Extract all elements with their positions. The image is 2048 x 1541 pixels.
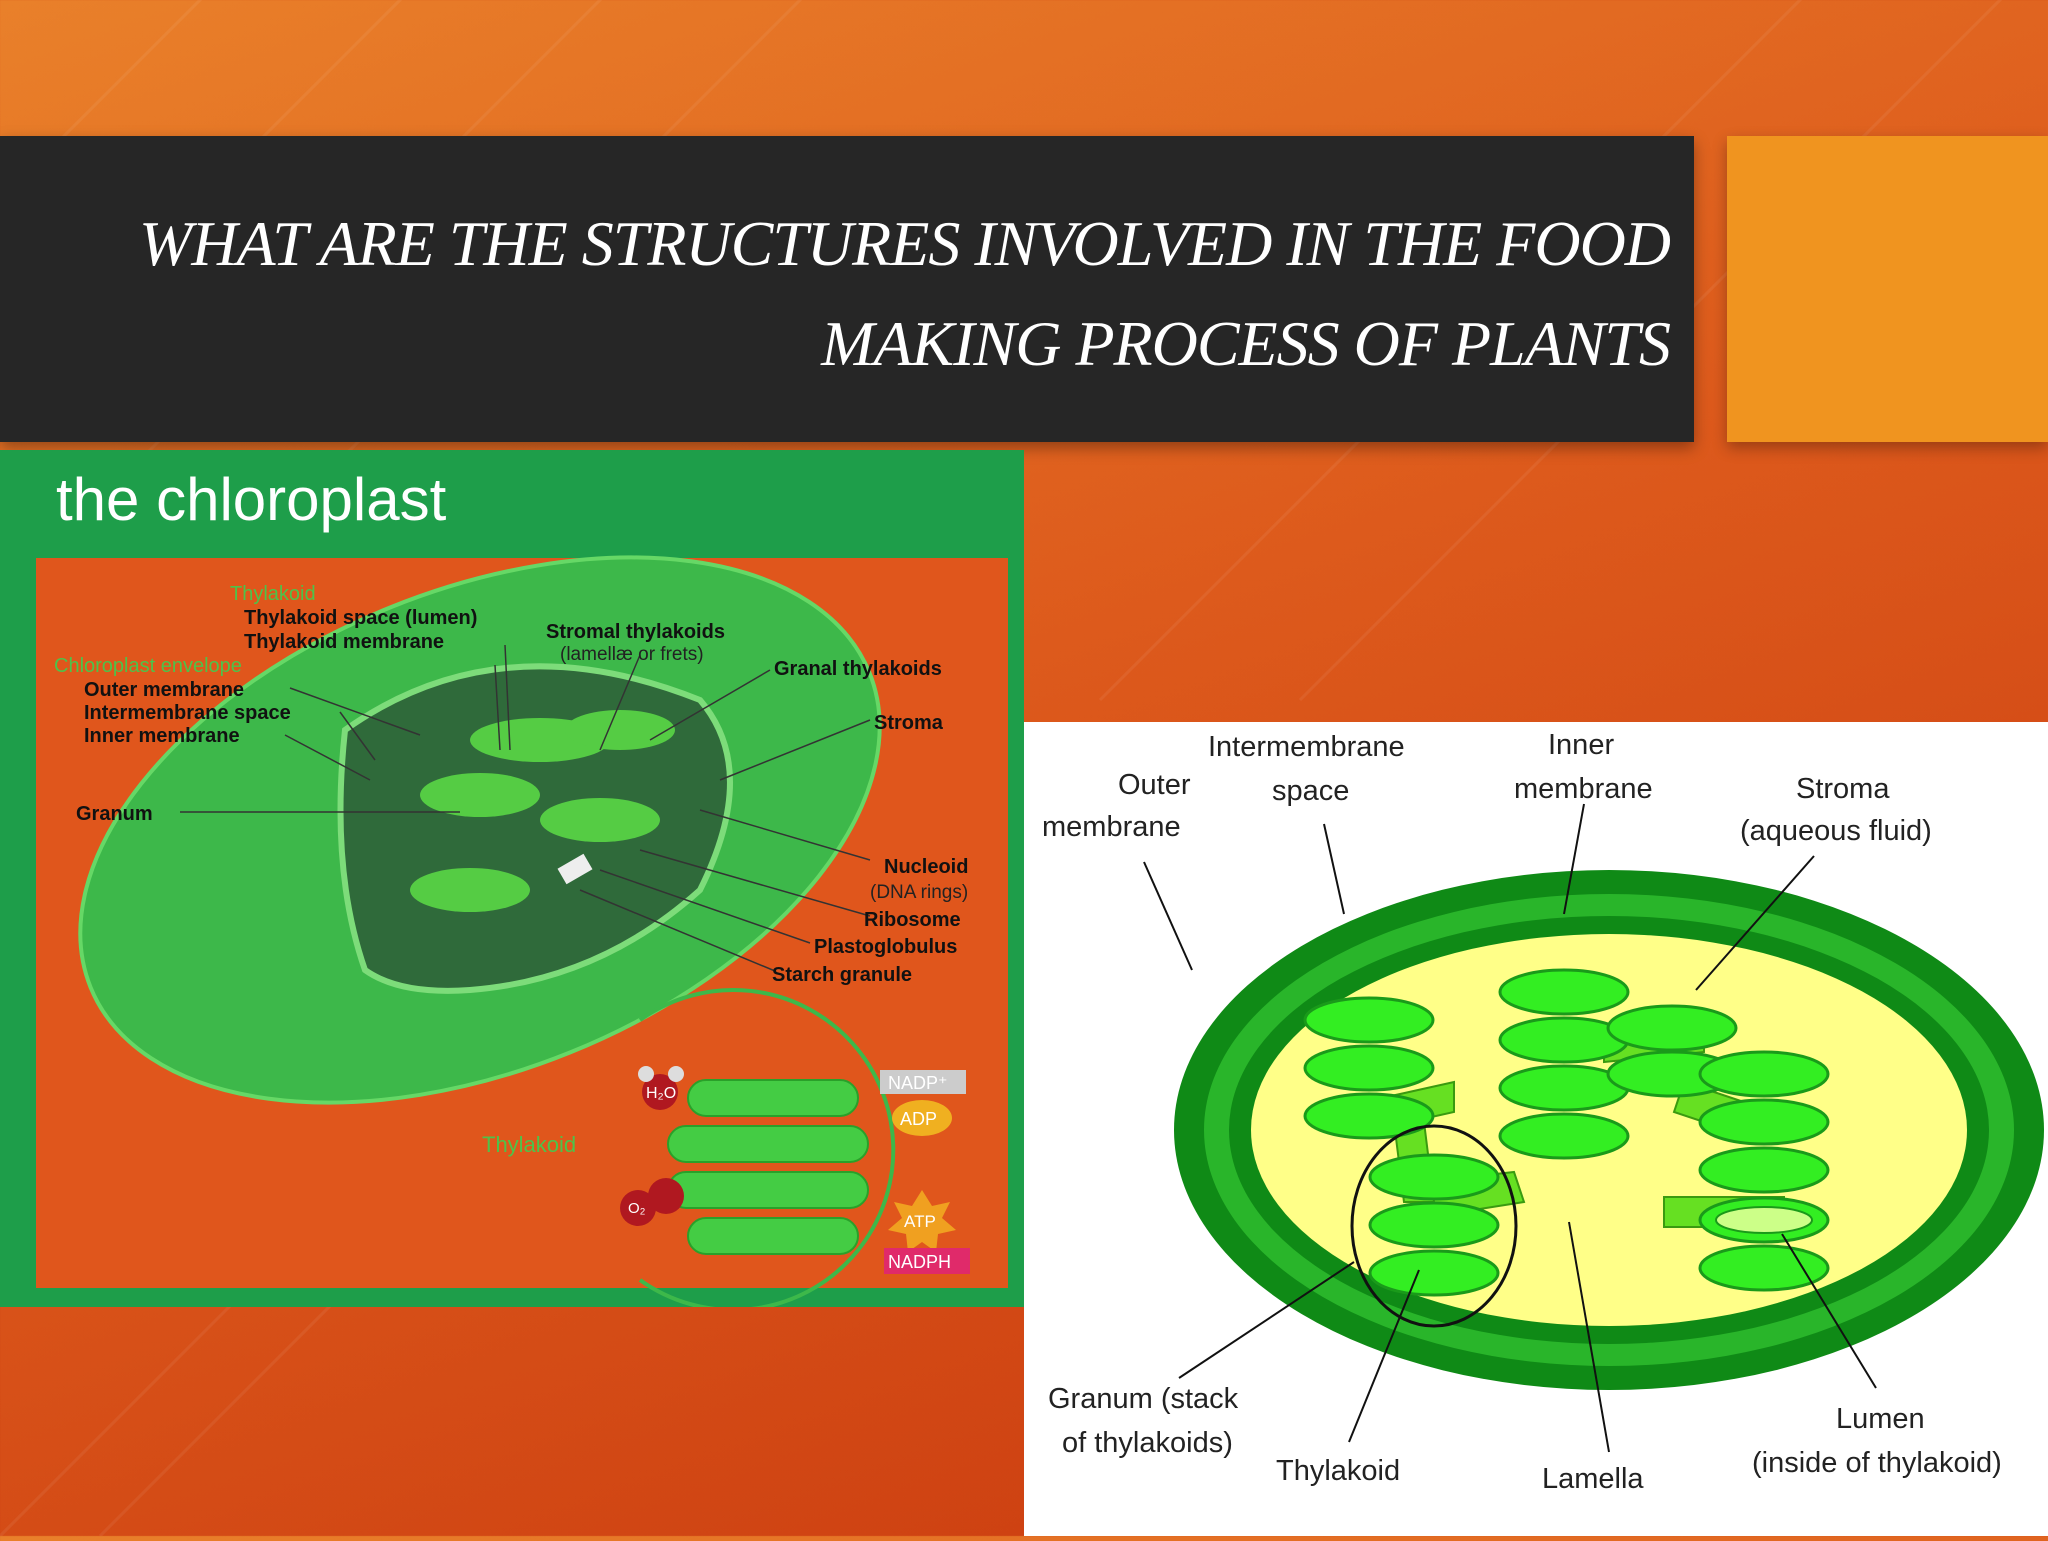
label-envelope-group: Chloroplast envelope — [54, 655, 242, 677]
label-thylakoid-space: Thylakoid space (lumen) — [244, 607, 477, 629]
label-starch-granule: Starch granule — [772, 964, 912, 986]
accent-block — [1727, 136, 2048, 442]
label-outer-membrane-2: membrane — [1042, 811, 1181, 843]
label-lamella: Lamella — [1542, 1463, 1644, 1495]
thylakoid-inset: Thylakoid H₂O O₂ NADP⁺ ADP — [482, 988, 970, 1312]
label-stroma-1: Stroma — [1796, 773, 1890, 805]
label-inner-membrane-1: Inner — [1548, 729, 1614, 761]
label-nucleoid-sub: (DNA rings) — [870, 882, 968, 903]
leader-lines — [180, 644, 871, 972]
slide-title-line-1: WHAT ARE THE STRUCTURES INVOLVED IN THE … — [139, 208, 1671, 279]
label-inner-membrane-2: membrane — [1514, 773, 1653, 805]
diagram-labels: Outer membrane Intermembrane space Inner… — [1042, 729, 2002, 1495]
inset-atp: ATP — [904, 1212, 936, 1231]
label-stromal-sub: (lamellæ or frets) — [560, 644, 704, 665]
label-thylakoid: Thylakoid — [1276, 1455, 1400, 1487]
inset-o2: O₂ — [628, 1200, 646, 1217]
chloroplast-illustration: the chloroplast — [0, 450, 1024, 1312]
label-thylakoid-membrane: Thylakoid membrane — [244, 631, 444, 653]
label-stroma: Stroma — [874, 712, 944, 734]
chloroplast-diagram-svg: Outer membrane Intermembrane space Inner… — [1042, 729, 2044, 1495]
slide-title: WHAT ARE THE STRUCTURES INVOLVED IN THE … — [70, 194, 1671, 394]
label-thylakoid-group: Thylakoid — [230, 583, 316, 605]
granum-highlight-circle — [1350, 1124, 1518, 1328]
label-granal-thylakoids: Granal thylakoids — [774, 658, 942, 680]
label-pointers — [1143, 803, 1877, 1453]
label-granum-1: Granum (stack — [1048, 1383, 1239, 1415]
label-lumen-1: Lumen — [1836, 1403, 1925, 1435]
adp-badge — [892, 1100, 952, 1136]
inset-nadp: NADP⁺ — [888, 1073, 948, 1093]
label-plastoglobulus: Plastoglobulus — [814, 936, 957, 958]
nadph-badge — [884, 1248, 970, 1274]
inset-label-thylakoid: Thylakoid — [482, 1132, 576, 1157]
inset-adp: ADP — [900, 1109, 937, 1129]
label-granum: Granum — [76, 803, 153, 825]
label-inner-membrane: Inner membrane — [84, 725, 240, 747]
chloroplast-heading: the chloroplast — [56, 466, 447, 533]
label-intermembrane-1: Intermembrane — [1208, 731, 1405, 763]
label-stromal-thylakoids: Stromal thylakoids — [546, 621, 725, 643]
label-nucleoid: Nucleoid — [884, 856, 968, 878]
lumen-interior — [1715, 1206, 1813, 1234]
label-intermembrane-space: Intermembrane space — [84, 702, 291, 724]
label-stroma-2: (aqueous fluid) — [1740, 815, 1932, 847]
h2o-molecule-icon: H₂O — [638, 1066, 684, 1110]
atp-burst-icon — [888, 1190, 956, 1252]
nadp-badge — [880, 1070, 966, 1094]
o2-molecule-icon: O₂ — [620, 1178, 684, 1226]
inset-thylakoid-stack — [667, 1079, 869, 1255]
chloroplast-body — [78, 555, 882, 1105]
label-ribosome: Ribosome — [864, 909, 961, 931]
chloroplast-diagram: Outer membrane Intermembrane space Inner… — [1024, 722, 2048, 1536]
label-outer-membrane-1: Outer — [1118, 769, 1191, 801]
chloroplast-illustration-svg: the chloroplast — [36, 466, 1008, 1312]
label-granum-2: of thylakoids) — [1062, 1427, 1233, 1459]
inset-nadph: NADPH — [888, 1252, 951, 1272]
label-outer-membrane: Outer membrane — [84, 679, 244, 701]
label-intermembrane-2: space — [1272, 775, 1349, 807]
label-lumen-2: (inside of thylakoid) — [1752, 1447, 2002, 1479]
title-bar: WHAT ARE THE STRUCTURES INVOLVED IN THE … — [0, 136, 1694, 442]
inset-h2o: H₂O — [646, 1085, 676, 1102]
slide-title-line-2: MAKING PROCESS OF PLANTS — [821, 308, 1671, 379]
